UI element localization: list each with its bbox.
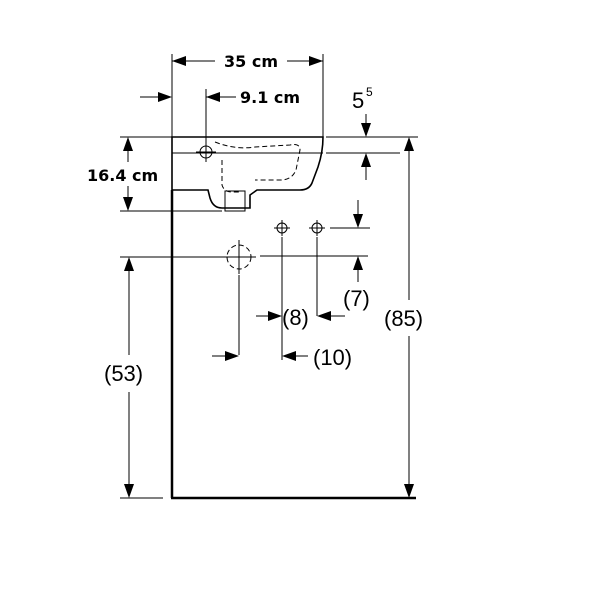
label-overflow: 5 (352, 88, 364, 113)
dimension-tap-offset: 9.1 cm (140, 88, 300, 142)
label-overflow-sup: 5 (366, 85, 373, 99)
washbasin-outline (171, 136, 324, 212)
label-supply-offset-large: (10) (313, 345, 352, 370)
label-tap-offset: 9.1 cm (240, 88, 300, 107)
dimension-basin-depth: 16.4 cm (87, 136, 222, 212)
supply-connection-right (309, 220, 325, 316)
label-width: 35 cm (224, 52, 278, 71)
dimension-supply-spacing: (7) (317, 286, 370, 321)
supply-connection-left (274, 220, 290, 360)
dimension-drain-height: (53) (104, 256, 222, 499)
label-supply-offset-small: (8) (282, 305, 309, 330)
dimension-supply-offset-large: (10) (212, 345, 352, 370)
label-rim-height: (85) (384, 306, 423, 331)
dimension-overflow: 5 5 (326, 85, 400, 180)
drain-symbol (222, 240, 256, 355)
dimension-supply-height (260, 200, 370, 282)
label-supply-spacing: (7) (343, 286, 370, 311)
dimension-width: 35 cm (171, 52, 324, 137)
wall-and-floor (170, 190, 416, 500)
tap-hole-symbol (196, 142, 216, 162)
label-basin-depth: 16.4 cm (87, 166, 158, 185)
dimension-supply-offset-small: (8) (256, 305, 309, 330)
label-drain-height: (53) (104, 361, 143, 386)
dimension-rim-height: (85) (384, 136, 423, 498)
